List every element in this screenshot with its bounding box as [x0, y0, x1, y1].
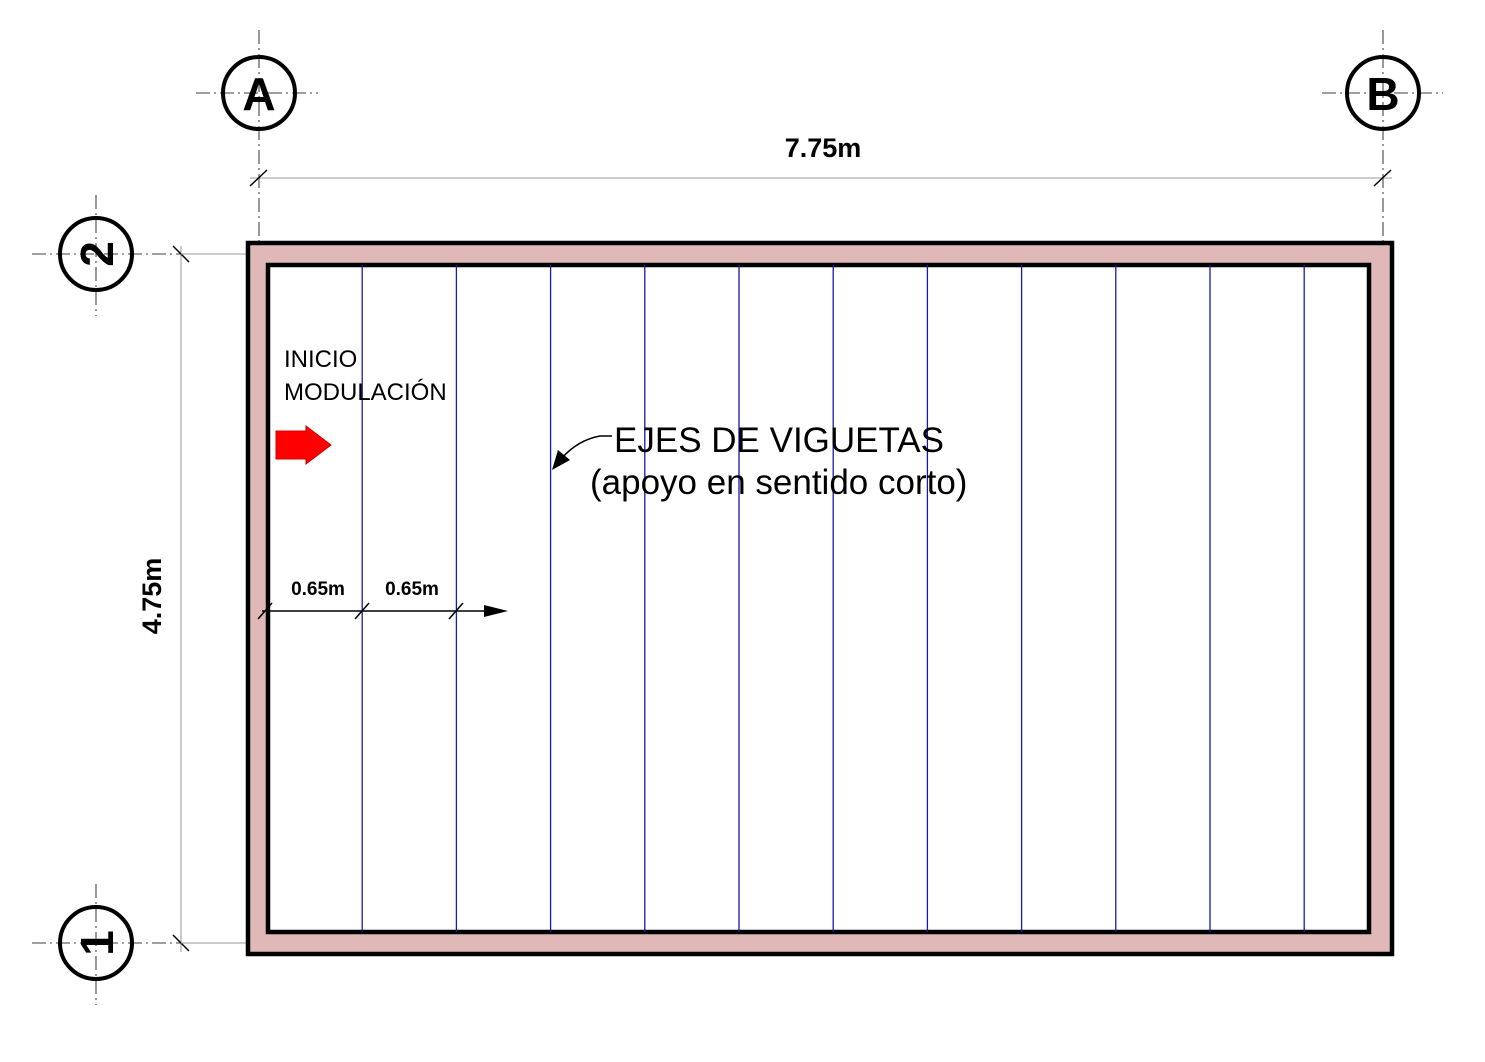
axis-bubble-1: 1: [58, 905, 134, 981]
dimension-height-label: 4.75m: [137, 558, 167, 635]
spacing-dimension: 0.65m 0.65m: [257, 579, 508, 620]
start-note-line1: INICIO: [284, 346, 357, 373]
spacing-arrow-icon: [484, 605, 508, 617]
svg-text:2: 2: [71, 241, 123, 267]
slab: [245, 240, 1395, 957]
joist-note-line2: (apoyo en sentido corto): [590, 463, 967, 502]
dimension-height: 4.75m: [137, 245, 248, 952]
joist-note-line1: EJES DE VIGUETAS: [614, 421, 944, 460]
joist-leader-arrow-icon: [552, 450, 570, 470]
joist-leader-line: [561, 435, 612, 459]
spacing-label-2: 0.65m: [385, 579, 439, 600]
dimension-width-label: 7.75m: [785, 133, 862, 163]
slab-inner: [265, 262, 1372, 935]
spacing-label-1: 0.65m: [291, 579, 345, 600]
axis-bubble-b: B: [1345, 55, 1421, 131]
dimension-width: 7.75m: [249, 133, 1392, 187]
start-arrow-icon: [275, 424, 332, 466]
start-note-line2: MODULACIÓN: [284, 379, 447, 406]
svg-text:B: B: [1366, 68, 1399, 120]
joist-lines: [361, 265, 1305, 932]
axis-bubble-a: A: [221, 55, 297, 131]
axis-bubble-2: 2: [58, 216, 134, 292]
svg-text:1: 1: [71, 930, 123, 956]
svg-text:A: A: [242, 68, 275, 120]
